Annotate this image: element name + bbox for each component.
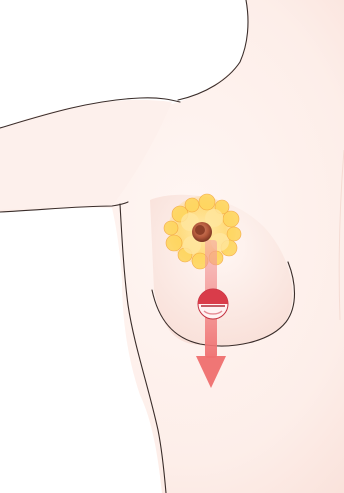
nipple-marker-icon — [192, 222, 212, 242]
split-disc-icon — [198, 289, 228, 319]
